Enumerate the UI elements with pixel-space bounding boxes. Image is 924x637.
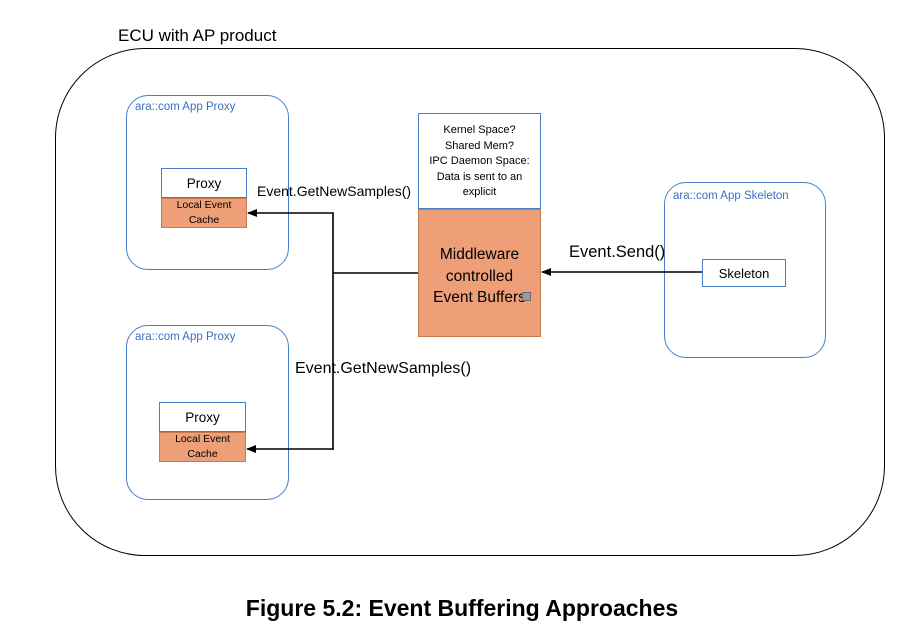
skeleton-app-label: ara::com App Skeleton — [673, 190, 789, 202]
get-samples-arrow-1 — [247, 209, 334, 450]
kernel-space-box: Kernel Space? Shared Mem? IPC Daemon Spa… — [418, 113, 541, 209]
ecu-title: ECU with AP product — [118, 26, 277, 45]
proxy-2: Proxy — [159, 402, 246, 432]
skeleton-app: ara::com App Skeleton — [664, 182, 826, 358]
proxy-app-2-label: ara::com App Proxy — [135, 331, 236, 343]
figure-caption: Figure 5.2: Event Buffering Approaches — [245, 595, 679, 621]
ecu-container — [55, 48, 885, 556]
middleware-event-buffers: Middleware controlled Event Buffers — [418, 209, 541, 337]
get-new-samples-label-2: Event.GetNewSamples() — [295, 360, 472, 377]
local-event-cache-2: Local Event Cache — [159, 432, 246, 462]
proxy-1: Proxy — [161, 168, 247, 198]
send-label: Event.Send() — [569, 243, 666, 261]
buffer-marker — [522, 292, 531, 301]
local-event-cache-1: Local Event Cache — [161, 198, 247, 228]
skeleton: Skeleton — [702, 259, 786, 287]
proxy-app-1-label: ara::com App Proxy — [135, 101, 236, 113]
proxy-app-2: ara::com App Proxy — [126, 325, 289, 500]
get-new-samples-label-1: Event.GetNewSamples() — [257, 183, 412, 199]
proxy-app-1: ara::com App Proxy — [126, 95, 289, 270]
